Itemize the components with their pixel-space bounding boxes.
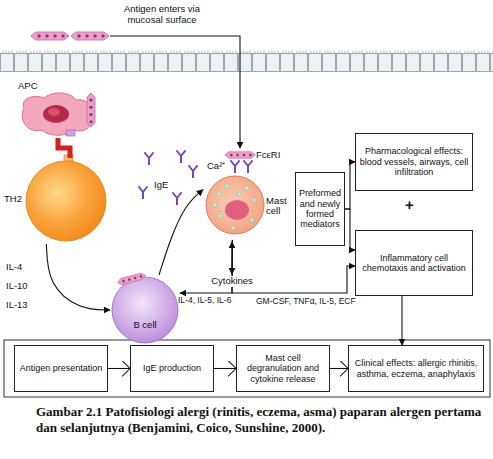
graphic-part [250, 218, 254, 222]
node-text: TH2 [4, 194, 26, 204]
node-text: Antigen presentation [20, 363, 103, 373]
node-text: Clinical effects: allergic rhinitis, ast… [352, 358, 480, 379]
connector-arrow [214, 368, 236, 369]
graphic-part [252, 198, 256, 202]
edge-group [46, 138, 402, 369]
graphic-part [218, 214, 222, 218]
antigen-symbol [87, 93, 95, 127]
graphic-part [217, 192, 221, 196]
mast-body [206, 176, 264, 234]
mhc-receptor [66, 130, 75, 136]
ige-antibody [189, 166, 197, 178]
b-cell-body [112, 277, 178, 343]
cytokine-name: Cytokines [203, 276, 261, 287]
node-text: Pharmacological effects: blood vessels, … [359, 146, 469, 177]
plus-sign: + [405, 196, 414, 213]
step-box: IgE production [130, 345, 214, 392]
cytokine-name: IL-4 [6, 262, 22, 273]
graphic-part [231, 226, 235, 230]
antigen-path-arrow [110, 36, 240, 148]
receptor-name: FcεRI [256, 150, 280, 161]
mast-cell: Mast cell [203, 168, 293, 240]
antigen-symbol [117, 272, 146, 286]
fce-receptor [244, 161, 252, 173]
node-text: B cell [110, 320, 180, 330]
antigen-symbol [71, 32, 109, 40]
effect-box: Inflammatory cell chemotaxis and activat… [355, 230, 473, 296]
graphic-part [237, 192, 241, 196]
graphic-part [213, 203, 217, 207]
cytokine-name: IL-13 [6, 300, 28, 311]
apc-cell: APC [14, 80, 102, 138]
antigen-symbol [225, 152, 255, 158]
tcr-receptor [64, 155, 73, 161]
ige-antibody [177, 151, 185, 163]
edge-label: GM-CSF, TNFα, IL-5, ECF [256, 297, 356, 306]
connector-arrow [345, 162, 355, 209]
apc-body [22, 93, 92, 135]
connector-arrow [159, 190, 203, 275]
node-text: Preformed and newly formed mediators [299, 188, 341, 229]
connector-arrow [401, 296, 402, 345]
graphic-part [245, 186, 249, 190]
figure-caption: Gambar 2.1 Patofisiologi alergi (rinitis… [36, 404, 491, 436]
connector-arrow [345, 209, 355, 250]
ige-antibody [145, 153, 153, 165]
node-text: APC [18, 81, 48, 91]
cytokine-name: IL-10 [6, 281, 28, 292]
summary-band [4, 340, 490, 397]
connector-arrow [108, 368, 130, 369]
granules [213, 184, 256, 230]
cell-outline [110, 275, 180, 345]
mast-nucleus [225, 200, 249, 220]
node-text: IgE production [143, 363, 201, 373]
entry-note: Antigen enters via mucosal surface [118, 4, 206, 26]
ion-name: Ca²⁺ [207, 161, 225, 172]
ige-antibody [173, 193, 181, 205]
apc-nucleus [48, 108, 60, 116]
th2-body [26, 161, 106, 241]
double-arrow [231, 242, 232, 274]
epithelium-layer [0, 50, 493, 72]
antibody-name: IgE [154, 180, 168, 191]
ige-antibody [139, 187, 147, 199]
th2-cell: TH2 [4, 158, 110, 244]
edge-label: IL-4, IL-5, IL-6 [178, 296, 231, 305]
connector-arrow [330, 368, 348, 369]
b-cell: B cell [110, 275, 180, 345]
mediator-box: Preformed and newly formed mediators [295, 172, 345, 246]
node-text: Mast cell degranulation and cytokine rel… [240, 353, 326, 384]
graphic-part [225, 184, 229, 188]
effect-box: Pharmacological effects: blood vessels, … [355, 133, 473, 191]
connector-arrow [46, 244, 110, 310]
apc-nucleus [43, 105, 69, 123]
antigen-symbol [31, 32, 69, 40]
step-box: Clinical effects: allergic rhinitis, ast… [348, 345, 484, 392]
node-text: Inflammatory cell chemotaxis and activat… [359, 253, 469, 274]
step-box: Mast cell degranulation and cytokine rel… [236, 345, 330, 392]
step-box: Antigen presentation [14, 345, 108, 392]
fce-receptor [231, 161, 239, 173]
node-text: Mast cell [266, 196, 293, 217]
